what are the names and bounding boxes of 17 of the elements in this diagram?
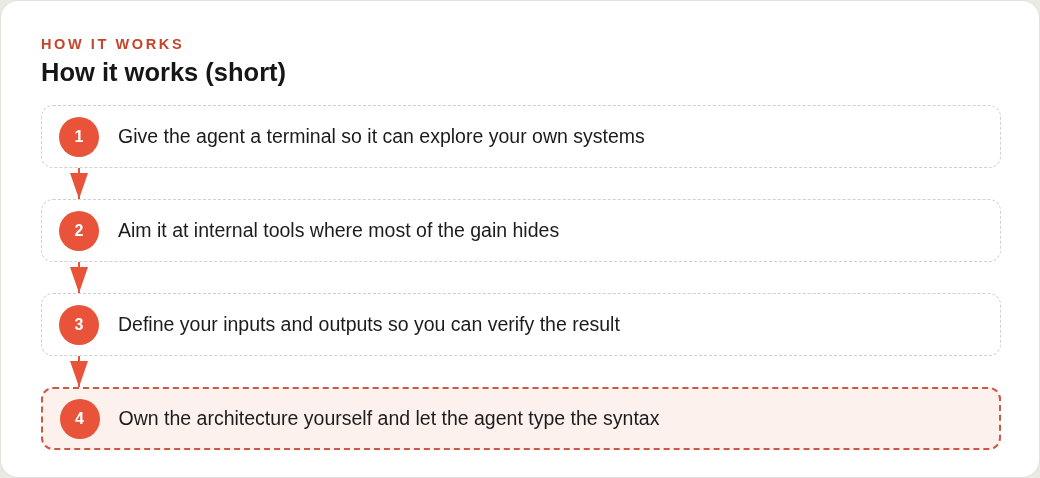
step-number: 4	[59, 398, 100, 439]
step-number: 2	[59, 210, 99, 251]
step-text: Give the agent a terminal so it can explore your own systems	[118, 125, 645, 148]
diagram-title: How it works (short)	[41, 57, 287, 88]
step-card	[41, 105, 1001, 168]
arrow	[70, 355, 88, 388]
step-text: Aim it at internal tools where most of the gain hides	[118, 219, 560, 242]
eyebrow-label: HOW IT WORKS	[41, 35, 185, 53]
arrow	[70, 261, 88, 294]
arrow	[70, 167, 88, 200]
step-number: 1	[59, 116, 99, 157]
step-card	[41, 293, 1001, 356]
step-number: 3	[59, 304, 99, 345]
step-text: Own the architecture yourself and let the agent type the syntax	[118, 407, 660, 430]
step-card	[41, 199, 1001, 262]
step-card	[41, 387, 1001, 450]
step-text: Define your inputs and outputs so you can verify the result	[118, 313, 620, 336]
